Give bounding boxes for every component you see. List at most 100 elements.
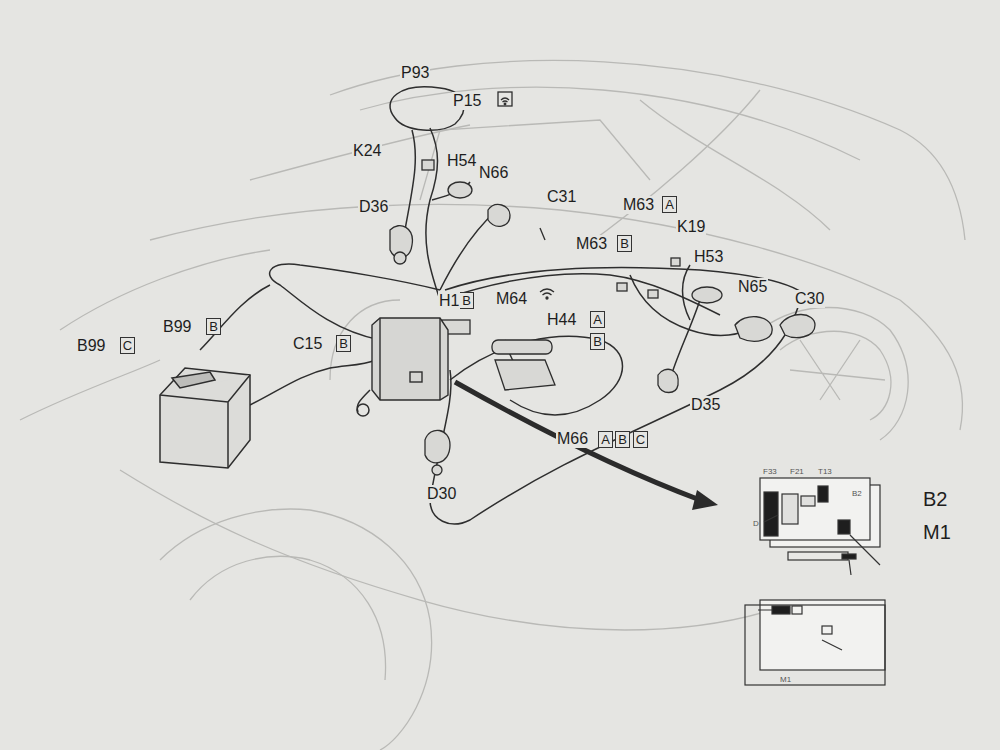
car-body-part <box>580 90 760 250</box>
connector-code: H44 <box>546 311 577 329</box>
fuse-box-inset-part <box>792 606 802 614</box>
connector-shapes <box>390 160 815 475</box>
connector-code: H53 <box>693 248 724 266</box>
variant-letter: A <box>601 433 610 447</box>
location-code: F21 <box>790 467 804 476</box>
car-body-part <box>790 340 885 400</box>
fuse-box-inset-part <box>772 606 790 614</box>
pointer-arrow-part <box>692 490 718 510</box>
wireless-icon-part <box>546 297 548 299</box>
fuse-box-part <box>372 318 448 400</box>
connector-shapes-part <box>432 465 442 475</box>
location-code: F33 <box>763 467 777 476</box>
connector-shapes-part <box>617 283 627 291</box>
connector-code: C31 <box>546 188 577 206</box>
wiring-harness-part <box>250 360 375 405</box>
fuse-box-inset-part <box>838 520 850 534</box>
connector-variant-box: C <box>633 431 648 448</box>
connector-shapes-part <box>448 182 472 198</box>
wireless-icon-part <box>501 98 509 102</box>
connector-code: H1 <box>438 292 460 310</box>
connector-code: P15 <box>452 92 482 110</box>
connector-variant-box: C <box>120 337 135 354</box>
wiring-harness-part <box>683 265 691 320</box>
car-body-part <box>190 556 386 680</box>
connector-code: C30 <box>794 290 825 308</box>
fuse-box-inset-part <box>782 494 798 524</box>
connector-code: M63 <box>622 196 655 214</box>
car-body-part <box>640 100 830 230</box>
connector-code: D35 <box>690 396 721 414</box>
car-body-part <box>150 204 900 300</box>
connector-code: K24 <box>352 142 382 160</box>
car-body-part <box>900 300 963 430</box>
wiring-harness <box>200 87 810 524</box>
fuse-box-inset-part <box>764 492 778 536</box>
wiring-harness-part <box>357 390 370 412</box>
location-code: M1 <box>922 521 952 543</box>
fuse-box-inset-part <box>818 486 828 502</box>
fuse-box-inset-part <box>758 610 842 650</box>
car-body-part <box>160 509 432 750</box>
wireless-icon-part <box>504 103 506 105</box>
location-code: B2 <box>922 488 948 510</box>
car-body-part <box>780 331 891 420</box>
connector-shapes-part <box>495 360 555 390</box>
car-body-part <box>20 360 160 420</box>
fuse-box-part <box>410 372 422 382</box>
location-code: D <box>753 519 759 528</box>
connector-code: M63 <box>575 235 608 253</box>
connector-code: D30 <box>426 485 457 503</box>
wiring-harness-part <box>357 404 369 416</box>
connector-code: N66 <box>478 164 509 182</box>
connector-shapes-part <box>658 369 678 392</box>
variant-letter: B <box>620 237 629 251</box>
location-code: T13 <box>818 467 832 476</box>
connector-shapes-part <box>425 430 450 463</box>
fuse-box-inset-part <box>842 554 856 559</box>
connector-shapes-part <box>422 160 434 170</box>
fuse-box-inset-part <box>849 535 880 575</box>
connector-shapes-part <box>735 317 772 342</box>
variant-letter: B <box>618 433 627 447</box>
connector-code: P93 <box>400 64 430 82</box>
car-body <box>20 60 965 750</box>
variant-letter: B <box>339 337 348 351</box>
car-body-part <box>420 120 650 200</box>
connector-shapes-part <box>780 314 815 337</box>
variant-letter: B <box>462 294 471 308</box>
fuse-box <box>372 318 448 400</box>
connector-variant-box: B <box>615 431 630 448</box>
connector-code: M64 <box>495 290 528 308</box>
fuse-box-inset-part <box>801 496 815 506</box>
connector-variant-box: B <box>459 292 474 309</box>
variant-letter: A <box>665 198 674 212</box>
connector-variant-box: B <box>590 333 605 350</box>
variant-letter: B <box>593 335 602 349</box>
connector-code: B99 <box>162 318 192 336</box>
connector-variant-box: A <box>590 311 605 328</box>
fuse-box-inset-part <box>822 626 832 634</box>
connector-shapes-part <box>394 252 406 264</box>
car-body-part <box>330 60 965 240</box>
connector-code: M66 <box>556 430 589 448</box>
battery <box>160 368 250 468</box>
connector-variant-box: B <box>336 335 351 352</box>
connector-code: H54 <box>446 152 477 170</box>
connector-variant-box: A <box>598 431 613 448</box>
connector-code: B99 <box>76 337 106 355</box>
variant-letter: A <box>593 313 602 327</box>
fuse-box-inset-part <box>760 600 885 670</box>
fuse-box-inset-part <box>788 552 848 560</box>
connector-shapes-part <box>648 290 658 298</box>
fuse-box-inset-part <box>764 515 778 522</box>
wireless-icon-part <box>498 92 512 106</box>
pointer-arrow-part <box>455 382 700 500</box>
variant-letter: C <box>123 339 132 353</box>
fuse-box-inset-part <box>760 478 870 540</box>
battery-part <box>172 372 215 388</box>
battery-part <box>160 375 250 468</box>
wiring-harness-part <box>200 285 270 350</box>
